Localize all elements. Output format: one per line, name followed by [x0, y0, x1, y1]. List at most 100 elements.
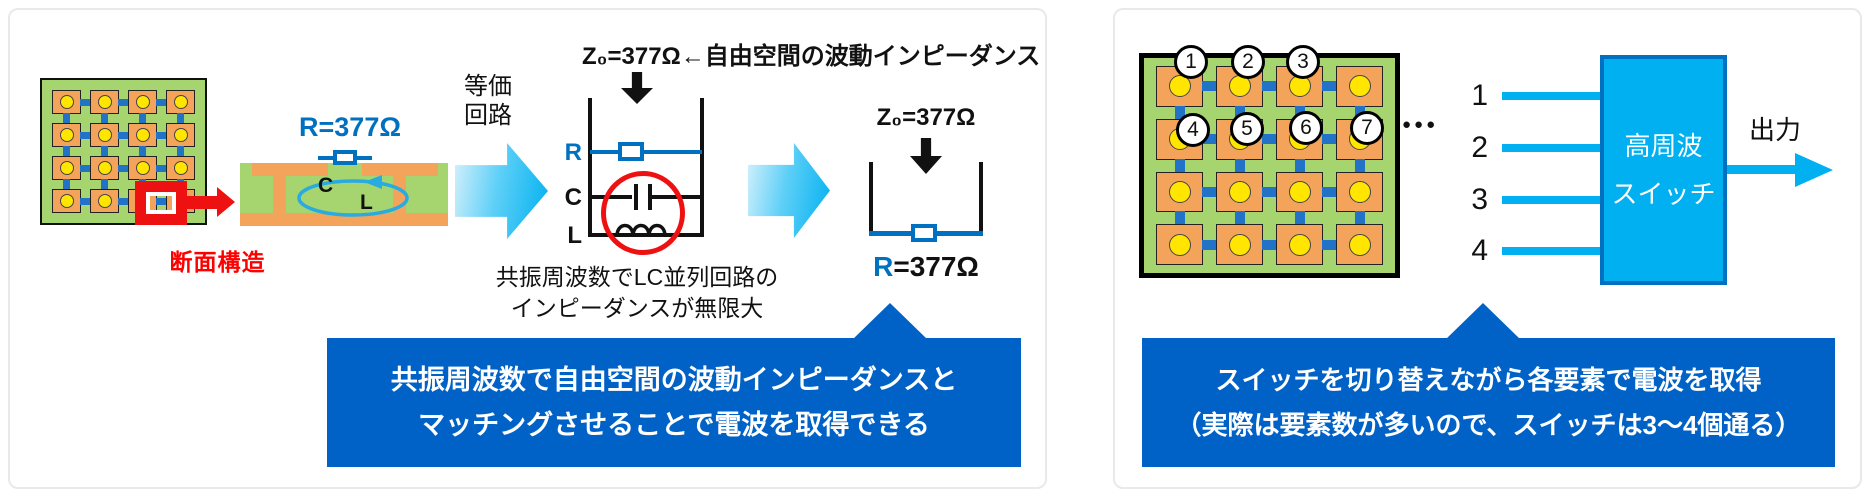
feed-point — [97, 194, 112, 208]
feed-point — [135, 161, 150, 175]
circuit-rail-left — [588, 98, 592, 237]
feed-point — [59, 161, 74, 175]
output-arrow-icon — [1727, 165, 1797, 174]
feed-point — [59, 128, 74, 142]
capacitance-label: C — [318, 174, 334, 197]
ladder-r-label: R — [564, 139, 582, 166]
matched-circuit-r-label: R=377Ω — [856, 251, 996, 283]
ladder-l-label: L — [567, 222, 582, 249]
element-number-circle: 5 — [1230, 112, 1264, 146]
element-number-circle: 6 — [1289, 111, 1323, 145]
resistor-symbol — [333, 150, 357, 165]
port-number-label: 3 — [1471, 183, 1488, 216]
antenna-element — [90, 156, 128, 189]
element-number-circle: 3 — [1286, 45, 1320, 79]
resonance-note: 共振周波数でLC並列回路の インピーダンスが無限大 — [480, 262, 794, 324]
cross-section-label: 断面構造 — [169, 249, 266, 275]
feed-point — [173, 161, 188, 175]
matched-circuit-r-prefix: R — [873, 251, 894, 282]
feed-point — [1228, 233, 1251, 256]
antenna-element — [52, 90, 90, 123]
antenna-element — [166, 123, 195, 156]
matched-circuit-rail-left — [869, 162, 873, 235]
feed-point — [1348, 233, 1371, 256]
feed-point — [59, 95, 74, 109]
matched-circuit-z-label: Z₀=377Ω — [876, 104, 976, 131]
antenna-element — [1156, 66, 1216, 119]
cross-section-impedance-label: R=377Ω — [299, 112, 401, 142]
antenna-element — [1156, 171, 1216, 224]
matched-circuit-r-suffix: =377Ω — [893, 251, 979, 282]
element-number-circle: 1 — [1174, 45, 1208, 79]
feed-point — [173, 128, 188, 142]
port-feed-line — [1502, 196, 1600, 204]
element-number-circle: 4 — [1176, 113, 1210, 147]
feed-point — [173, 95, 188, 109]
resistor-branch-symbol — [618, 142, 644, 161]
highlight-frame — [135, 181, 187, 225]
right-banner-line2: （実際は要素数が多いので、スイッチは3～4個通る） — [1175, 409, 1802, 440]
port-feed-line — [1502, 92, 1600, 100]
port-number-label: 2 — [1471, 131, 1488, 164]
via-left — [273, 176, 286, 213]
equivalent-circuit-line1: 等価 — [464, 73, 512, 100]
output-label: 出力 — [1748, 115, 1801, 145]
feed-point — [1348, 75, 1371, 98]
port-feed-line — [1502, 144, 1600, 152]
highlight-arrow-head-icon — [217, 187, 235, 217]
antenna-element — [90, 90, 128, 123]
antenna-element — [128, 156, 166, 189]
circuit-rail-right — [700, 98, 704, 237]
feed-point — [1348, 180, 1371, 203]
output-arrow-head-icon — [1795, 153, 1833, 187]
patch-left — [252, 163, 328, 176]
lc-highlight-circle — [601, 171, 685, 255]
rf-switch-box: 高周波 スイッチ — [1600, 55, 1727, 285]
antenna-element — [166, 90, 195, 123]
matched-circuit-rail-right — [979, 162, 983, 235]
antenna-element — [128, 90, 166, 123]
resonance-note-line2: インピーダンスが無限大 — [510, 295, 764, 321]
antenna-element — [90, 123, 128, 156]
equivalent-circuit-line2: 回路 — [464, 102, 512, 129]
feed-point — [1168, 233, 1191, 256]
inductance-label: L — [360, 191, 373, 214]
port-number-label: 1 — [1471, 79, 1488, 112]
left-summary-banner: 共振周波数で自由空間の波動インピーダンスと マッチングさせることで電波を取得でき… — [327, 338, 1021, 467]
feed-point — [97, 95, 112, 109]
feed-point — [1288, 233, 1311, 256]
antenna-element — [1276, 224, 1336, 265]
equivalent-circuit-label: 等価 回路 — [458, 72, 518, 130]
current-loop-icon — [297, 175, 409, 217]
left-banner-line2: マッチングさせることで電波を取得できる — [418, 409, 930, 440]
antenna-element — [166, 156, 195, 189]
callout-pointer — [1445, 303, 1521, 340]
ground-plane — [240, 213, 448, 226]
antenna-element — [52, 189, 90, 213]
port-number-label: 4 — [1471, 234, 1488, 267]
feed-point — [1288, 180, 1311, 203]
antenna-element — [52, 123, 90, 156]
antenna-element — [1156, 224, 1216, 265]
feed-point — [1228, 180, 1251, 203]
feed-point — [135, 128, 150, 142]
antenna-element — [1216, 171, 1276, 224]
antenna-array-top-view — [40, 78, 207, 225]
ladder-c-label: C — [564, 184, 582, 211]
patch-right — [362, 163, 438, 176]
antenna-element — [90, 189, 128, 213]
right-banner-line1: スイッチを切り替えながら各要素で電波を取得 — [1215, 364, 1762, 395]
feed-point — [97, 161, 112, 175]
feed-point — [1168, 180, 1191, 203]
antenna-element — [1336, 171, 1383, 224]
feed-point — [135, 95, 150, 109]
feed-point — [97, 128, 112, 142]
matched-circuit-resistor-symbol — [911, 224, 937, 242]
antenna-element — [1336, 224, 1383, 265]
ellipsis: ●●● — [1402, 116, 1439, 133]
callout-pointer — [852, 303, 928, 340]
left-banner-line1: 共振周波数で自由空間の波動インピーダンスと — [390, 364, 958, 395]
antenna-element — [1216, 224, 1276, 265]
antenna-array-switched — [1139, 53, 1400, 278]
feed-point — [1168, 75, 1191, 98]
